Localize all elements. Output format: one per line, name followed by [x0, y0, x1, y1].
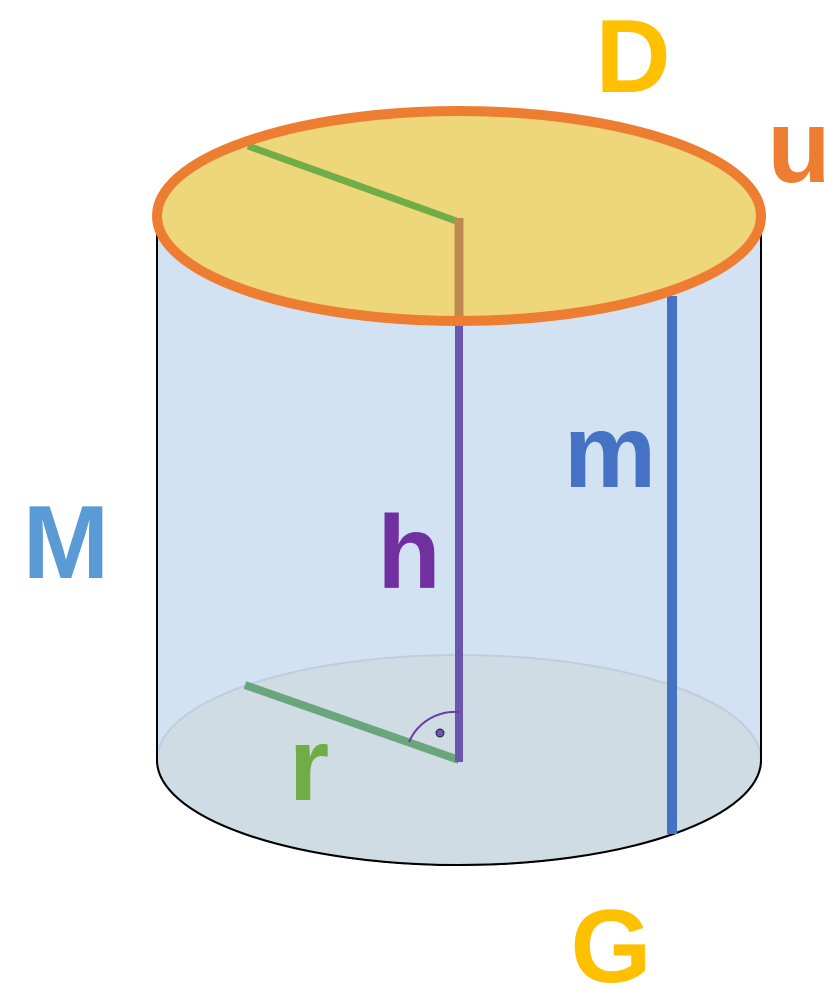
top-rim [152, 106, 766, 326]
top-base [157, 111, 761, 321]
right-angle-dot [435, 728, 445, 738]
label-bottom-base: G [571, 889, 652, 989]
label-surface-line: m [564, 394, 656, 510]
label-height: h [377, 495, 441, 611]
bottom-radius-line [243, 681, 461, 764]
bottom-front-outline [156, 759, 762, 866]
label-lateral-surface: M [23, 485, 110, 601]
label-top-base: D [595, 0, 670, 115]
right-angle-marker [408, 710, 460, 743]
label-radius: r [289, 707, 329, 823]
top-radius-line [246, 142, 461, 226]
label-circumference: u [767, 89, 828, 205]
